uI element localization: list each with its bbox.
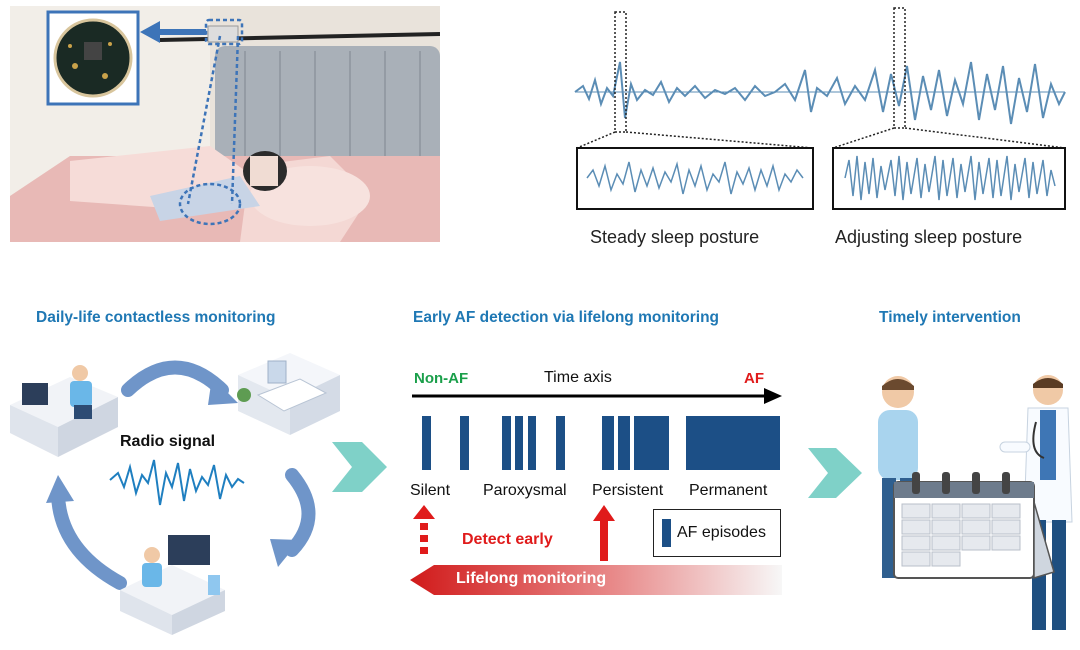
- stage-persistent: Persistent: [592, 482, 664, 499]
- non-af-label: Non-AF: [414, 370, 469, 387]
- af-episode-bars: [412, 413, 782, 476]
- dashed-up-arrow: [413, 505, 435, 566]
- time-axis-label: Time axis: [544, 369, 612, 386]
- stage-silent: Silent: [410, 482, 451, 499]
- steady-posture-caption: Steady sleep posture: [590, 227, 760, 247]
- stage-permanent: Permanent: [689, 482, 768, 499]
- right-panel-title: Timely intervention: [879, 309, 1021, 326]
- legend-swatch: [662, 519, 671, 547]
- lifelong-monitoring-label: Lifelong monitoring: [456, 570, 607, 587]
- detect-early-label: Detect early: [462, 531, 553, 548]
- af-label: AF: [744, 370, 764, 387]
- monitoring-cycle-illustration: [0, 335, 345, 645]
- lifelong-monitoring-arrow: [410, 565, 782, 600]
- bedroom-photo: [10, 6, 440, 242]
- stage-paroxysmal: Paroxysmal: [483, 482, 567, 499]
- af-episodes-legend: AF episodes: [653, 509, 781, 557]
- adjusting-posture-caption: Adjusting sleep posture: [835, 227, 1023, 247]
- radio-signal-label: Radio signal: [120, 433, 216, 450]
- flow-arrow-left: [332, 432, 392, 507]
- time-axis: [412, 386, 784, 411]
- legend-label: AF episodes: [677, 524, 766, 541]
- solid-up-arrow: [593, 505, 615, 566]
- signal-panel: [565, 0, 1075, 250]
- middle-panel-title: Early AF detection via lifelong monitori…: [413, 309, 720, 326]
- doctor-patient-illustration: [858, 372, 1073, 644]
- flow-arrow-right: [808, 440, 866, 511]
- left-panel-title: Daily-life contactless monitoring: [36, 309, 276, 326]
